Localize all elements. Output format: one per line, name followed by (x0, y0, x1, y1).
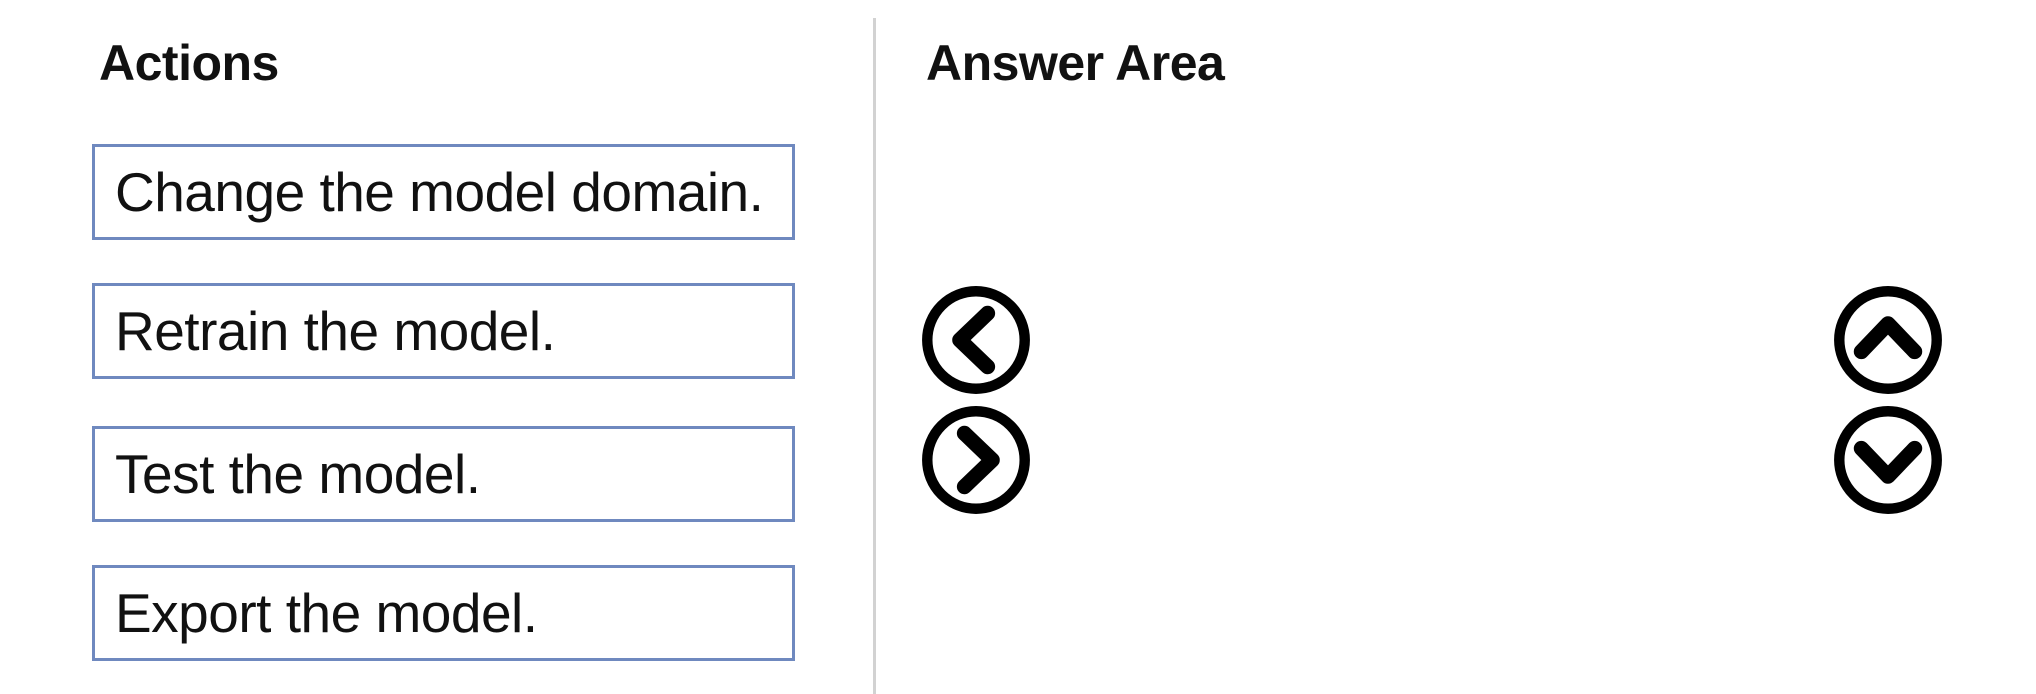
action-item-retrain-model[interactable]: Retrain the model. (92, 283, 795, 379)
action-item-change-model-domain[interactable]: Change the model domain. (92, 144, 795, 240)
move-down-button[interactable] (1830, 402, 1946, 518)
move-right-button[interactable] (918, 402, 1034, 518)
action-item-label: Retrain the model. (115, 300, 556, 362)
action-item-label: Change the model domain. (115, 161, 764, 223)
action-item-export-model[interactable]: Export the model. (92, 565, 795, 661)
move-left-button[interactable] (918, 282, 1034, 398)
chevron-left-circle-icon (922, 286, 1030, 394)
action-item-test-model[interactable]: Test the model. (92, 426, 795, 522)
panel-divider (873, 18, 876, 694)
chevron-down-circle-icon (1834, 406, 1942, 514)
move-up-button[interactable] (1830, 282, 1946, 398)
chevron-up-circle-icon (1834, 286, 1942, 394)
actions-heading: Actions (99, 35, 279, 91)
chevron-right-circle-icon (922, 406, 1030, 514)
answer-area-heading: Answer Area (926, 35, 1225, 91)
action-item-label: Test the model. (115, 443, 481, 505)
action-item-label: Export the model. (115, 582, 538, 644)
answer-area-dropzone[interactable] (1060, 110, 1800, 670)
